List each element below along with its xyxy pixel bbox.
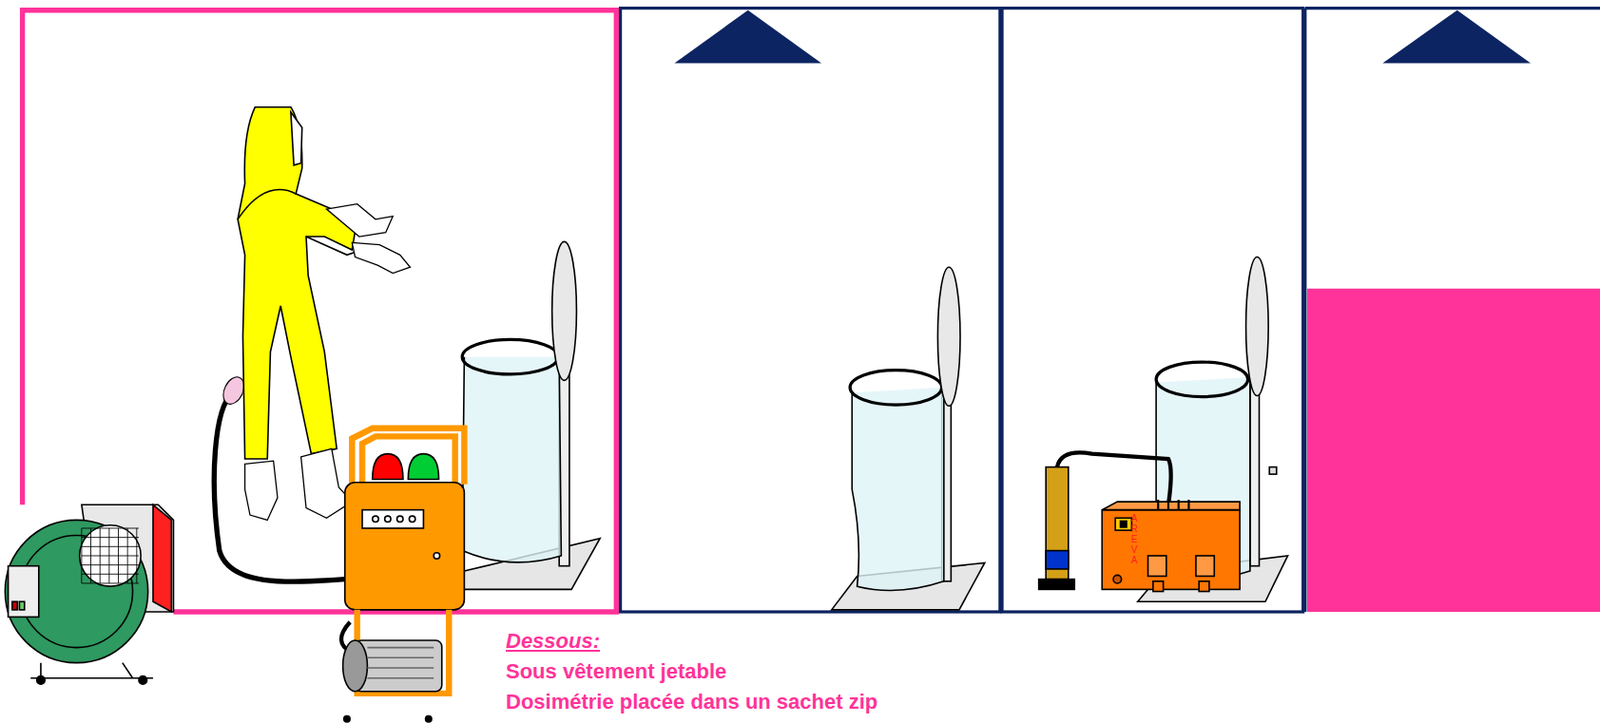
- note-heading: Dessous:: [505, 630, 600, 654]
- note-text: Sous vêtement jetable: [505, 660, 727, 684]
- note-text: Dosimétrie placée dans un sachet zip: [505, 691, 878, 714]
- brand-label: AREVA: [1129, 513, 1139, 566]
